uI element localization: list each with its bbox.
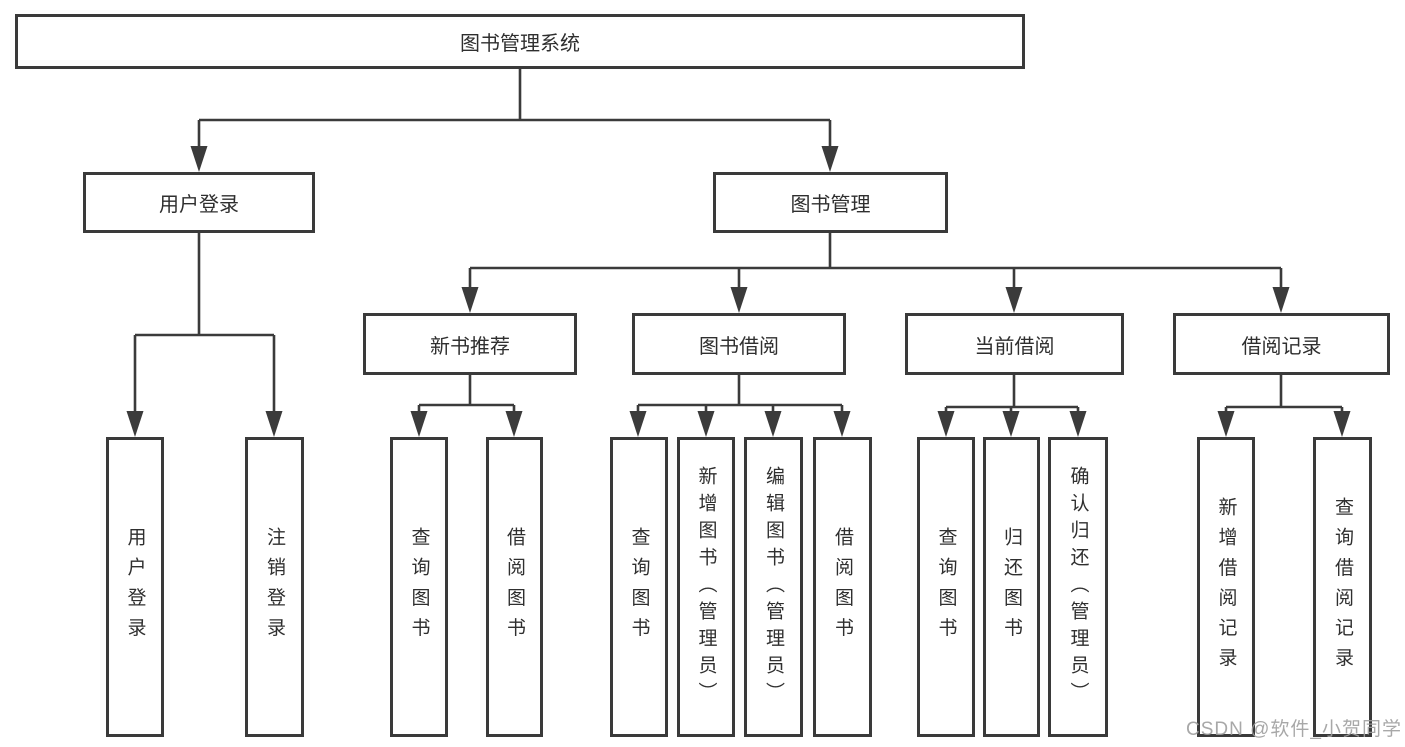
connector-borrow-records-children bbox=[1224, 375, 1344, 411]
leaf-add-book-admin: 新增图书（管理员） bbox=[677, 437, 735, 737]
arrowhead-leaf-borrow-books-2 bbox=[833, 411, 851, 437]
connector-current-borrow-children bbox=[944, 375, 1080, 411]
leaf-query-books-current-label: 查询图书 bbox=[935, 526, 957, 648]
arrowhead-leaf-user-login bbox=[126, 411, 144, 437]
leaf-query-books-recommend-label: 查询图书 bbox=[408, 526, 430, 648]
arrowhead-leaf-query-borrow-record bbox=[1333, 411, 1351, 437]
arrowhead-book-management bbox=[821, 146, 839, 172]
leaf-add-borrow-record: 新增借阅记录 bbox=[1197, 437, 1255, 737]
node-book-management-label: 图书管理 bbox=[790, 194, 871, 216]
leaf-return-books-label: 归还图书 bbox=[1001, 526, 1022, 648]
leaf-user-login: 用户登录 bbox=[106, 437, 164, 737]
leaf-query-books-recommend: 查询图书 bbox=[390, 437, 448, 737]
arrowhead-leaf-edit-book bbox=[764, 411, 782, 437]
arrowhead-leaf-return-books bbox=[1002, 411, 1020, 437]
node-borrow-records-label: 借阅记录 bbox=[1241, 335, 1322, 358]
arrowhead-leaf-add-book bbox=[697, 411, 715, 437]
node-borrow-records: 借阅记录 bbox=[1173, 313, 1390, 375]
arrowhead-leaf-query-books-2 bbox=[629, 411, 647, 437]
arrowhead-current-borrow bbox=[1005, 287, 1023, 313]
arrowhead-user-login bbox=[190, 146, 208, 172]
node-root: 图书管理系统 bbox=[15, 14, 1025, 69]
leaf-borrow-books-borrow-label: 借阅图书 bbox=[832, 526, 853, 648]
leaf-borrow-books-borrow: 借阅图书 bbox=[813, 437, 872, 737]
connector-root-to-level2 bbox=[197, 69, 832, 148]
connector-book-management-children bbox=[468, 233, 1283, 289]
node-user-login-label: 用户登录 bbox=[159, 194, 239, 216]
node-root-label: 图书管理系统 bbox=[460, 33, 580, 55]
arrowhead-leaf-query-books-3 bbox=[937, 411, 955, 437]
node-book-management: 图书管理 bbox=[713, 172, 948, 233]
leaf-query-borrow-record-label: 查询借阅记录 bbox=[1332, 496, 1353, 678]
arrowhead-leaf-borrow-books-1 bbox=[505, 411, 523, 437]
leaf-logout-login: 注销登录 bbox=[245, 437, 304, 737]
leaf-edit-book-admin: 编辑图书（管理员） bbox=[744, 437, 803, 737]
arrowhead-leaf-add-borrow-record bbox=[1217, 411, 1235, 437]
arrowhead-leaf-logout bbox=[265, 411, 283, 437]
leaf-confirm-return-admin: 确认归还（管理员） bbox=[1048, 437, 1108, 737]
node-new-book-recommend: 新书推荐 bbox=[363, 313, 577, 375]
connector-new-book-recommend-children bbox=[417, 375, 516, 411]
leaf-query-books-current: 查询图书 bbox=[917, 437, 975, 737]
arrowhead-new-book-recommend bbox=[461, 287, 479, 313]
node-user-login: 用户登录 bbox=[83, 172, 315, 233]
leaf-confirm-return-admin-label: 确认归还（管理员） bbox=[1067, 465, 1089, 709]
node-book-borrow: 图书借阅 bbox=[632, 313, 846, 375]
arrowhead-leaf-confirm-return bbox=[1069, 411, 1087, 437]
leaf-add-borrow-record-label: 新增借阅记录 bbox=[1215, 496, 1237, 678]
node-current-borrow-label: 当前借阅 bbox=[974, 335, 1055, 358]
connector-book-borrow-children bbox=[636, 375, 844, 411]
arrowhead-book-borrow bbox=[730, 287, 748, 313]
node-new-book-recommend-label: 新书推荐 bbox=[430, 335, 510, 358]
leaf-query-books-borrow-label: 查询图书 bbox=[628, 526, 650, 648]
leaf-query-books-borrow: 查询图书 bbox=[610, 437, 668, 737]
leaf-return-books: 归还图书 bbox=[983, 437, 1040, 737]
leaf-query-borrow-record: 查询借阅记录 bbox=[1313, 437, 1372, 737]
csdn-watermark: CSDN @软件_小贺同学 bbox=[1186, 719, 1402, 740]
leaf-add-book-admin-label: 新增图书（管理员） bbox=[695, 465, 717, 709]
leaf-edit-book-admin-label: 编辑图书（管理员） bbox=[763, 465, 784, 709]
connector-user-login-children bbox=[133, 233, 276, 411]
leaf-logout-login-label: 注销登录 bbox=[264, 526, 285, 648]
node-book-borrow-label: 图书借阅 bbox=[699, 335, 779, 358]
leaf-borrow-books-recommend: 借阅图书 bbox=[486, 437, 543, 737]
leaf-borrow-books-recommend-label: 借阅图书 bbox=[504, 526, 525, 648]
leaf-user-login-label: 用户登录 bbox=[124, 526, 146, 648]
arrowhead-leaf-query-books-1 bbox=[410, 411, 428, 437]
node-current-borrow: 当前借阅 bbox=[905, 313, 1124, 375]
arrowhead-borrow-records bbox=[1272, 287, 1290, 313]
